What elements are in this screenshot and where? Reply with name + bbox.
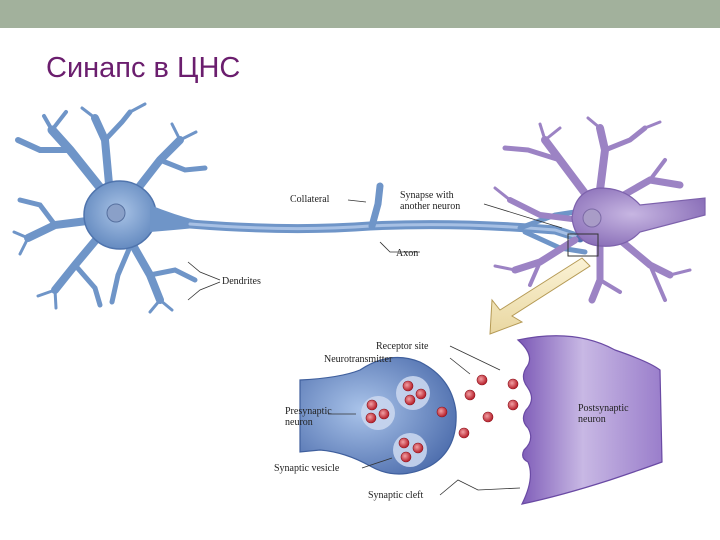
label-synapse-line1: Synapse with xyxy=(400,190,454,201)
leader-lines xyxy=(187,199,563,496)
top-bar xyxy=(0,0,720,28)
label-postsynaptic-line1: Postsynaptic xyxy=(578,403,629,414)
zoom-arrow xyxy=(489,257,591,335)
label-presynaptic-line2: neuron xyxy=(285,417,313,428)
label-postsynaptic-line2: neuron xyxy=(578,414,606,425)
label-dendrites: Dendrites xyxy=(222,276,261,287)
slide-title: Синапс в ЦНС xyxy=(46,52,241,84)
label-axon: Axon xyxy=(396,248,418,259)
label-synaptic-vesicle: Synaptic vesicle xyxy=(274,463,340,474)
label-receptor-site: Receptor site xyxy=(376,341,429,352)
zoom-box xyxy=(567,233,599,257)
label-presynaptic-line1: Presynaptic xyxy=(285,406,332,417)
postsynaptic-neuron-cell xyxy=(493,116,706,304)
label-synapse-line2: another neuron xyxy=(400,201,460,212)
label-neurotransmitter: Neurotransmitter xyxy=(324,354,393,365)
postsynaptic-terminal xyxy=(516,335,663,505)
label-synaptic-cleft: Synaptic cleft xyxy=(368,490,423,501)
axon xyxy=(185,182,588,255)
presynaptic-neuron-cell xyxy=(12,102,208,314)
neurotransmitter-molecules xyxy=(365,374,519,463)
label-collateral: Collateral xyxy=(290,194,330,205)
